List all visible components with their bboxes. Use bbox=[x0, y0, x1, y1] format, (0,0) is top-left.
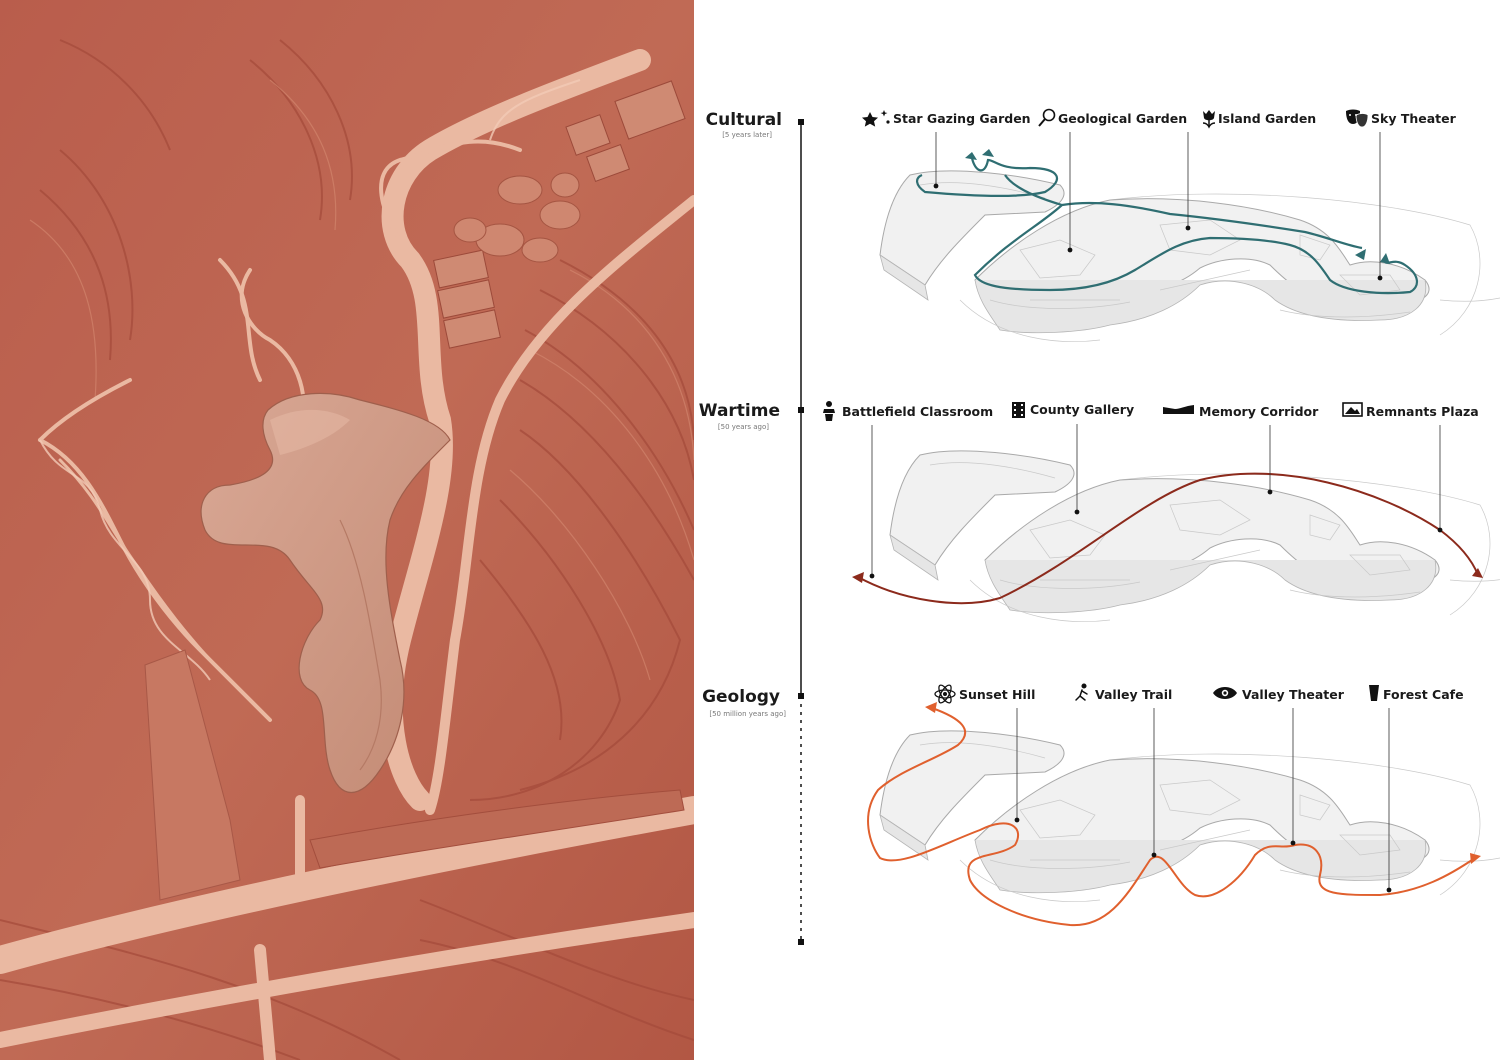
label-star-gazing-garden: Star Gazing Garden bbox=[862, 110, 1031, 127]
wartime-diagram: Battlefield Classroom County Gallery Mem… bbox=[823, 401, 1500, 623]
timeline-marker-wartime bbox=[798, 407, 804, 413]
concept-diagram: Cultural [5 years later] Wartime [50 yea… bbox=[699, 108, 1500, 945]
era-sub-cultural: [5 years later] bbox=[722, 131, 772, 139]
label-text: Forest Cafe bbox=[1383, 687, 1464, 702]
tulip-icon bbox=[1202, 110, 1216, 129]
magnifier-icon bbox=[1038, 108, 1056, 127]
lectern-icon bbox=[823, 401, 835, 421]
eye-icon bbox=[1213, 687, 1237, 699]
stars-icon bbox=[862, 110, 890, 127]
label-battlefield-classroom: Battlefield Classroom bbox=[823, 401, 993, 421]
label-text: Geological Garden bbox=[1058, 111, 1187, 126]
label-text: Sky Theater bbox=[1371, 111, 1457, 126]
label-sky-theater: Sky Theater bbox=[1346, 109, 1457, 128]
film-strip-icon bbox=[1012, 402, 1025, 418]
timeline-marker-geology bbox=[798, 693, 804, 699]
theater-masks-icon bbox=[1346, 109, 1369, 128]
label-text: County Gallery bbox=[1030, 402, 1134, 417]
timeline: Cultural [5 years later] Wartime [50 yea… bbox=[699, 110, 804, 945]
corridor-icon bbox=[1163, 405, 1194, 414]
label-text: Star Gazing Garden bbox=[893, 111, 1031, 126]
label-text: Valley Trail bbox=[1095, 687, 1172, 702]
label-county-gallery: County Gallery bbox=[1012, 402, 1134, 418]
label-valley-trail: Valley Trail bbox=[1075, 683, 1172, 702]
cultural-diagram: Star Gazing Garden Geological Garden Isl… bbox=[862, 108, 1500, 343]
terrain-model-photo bbox=[0, 0, 694, 1060]
label-sunset-hill: Sunset Hill bbox=[934, 684, 1035, 704]
atom-icon bbox=[934, 684, 956, 704]
geology-path bbox=[867, 707, 1476, 927]
label-forest-cafe: Forest Cafe bbox=[1369, 685, 1464, 702]
label-text: Battlefield Classroom bbox=[842, 404, 993, 419]
era-sub-geology: [50 million years ago] bbox=[709, 710, 786, 718]
era-title-wartime: Wartime bbox=[699, 401, 780, 421]
geology-diagram: Sunset Hill Valley Trail Valley Theater … bbox=[867, 683, 1500, 927]
timeline-end-marker bbox=[798, 939, 804, 945]
era-sub-wartime: [50 years ago] bbox=[718, 423, 769, 431]
cup-icon bbox=[1369, 685, 1379, 701]
cultural-path bbox=[916, 157, 1418, 295]
label-memory-corridor: Memory Corridor bbox=[1163, 404, 1319, 419]
picture-icon bbox=[1342, 402, 1363, 417]
label-remnants-plaza: Remnants Plaza bbox=[1342, 402, 1479, 419]
hiker-icon bbox=[1075, 683, 1088, 701]
label-geological-garden: Geological Garden bbox=[1038, 108, 1187, 127]
label-text: Remnants Plaza bbox=[1366, 404, 1479, 419]
label-text: Memory Corridor bbox=[1199, 404, 1319, 419]
era-title-geology: Geology bbox=[702, 687, 780, 707]
label-text: Sunset Hill bbox=[959, 687, 1035, 702]
timeline-marker-cultural bbox=[798, 119, 804, 125]
label-text: Valley Theater bbox=[1242, 687, 1345, 702]
era-title-cultural: Cultural bbox=[706, 110, 782, 130]
label-island-garden: Island Garden bbox=[1202, 110, 1316, 129]
label-text: Island Garden bbox=[1218, 111, 1316, 126]
label-valley-theater: Valley Theater bbox=[1213, 687, 1345, 702]
